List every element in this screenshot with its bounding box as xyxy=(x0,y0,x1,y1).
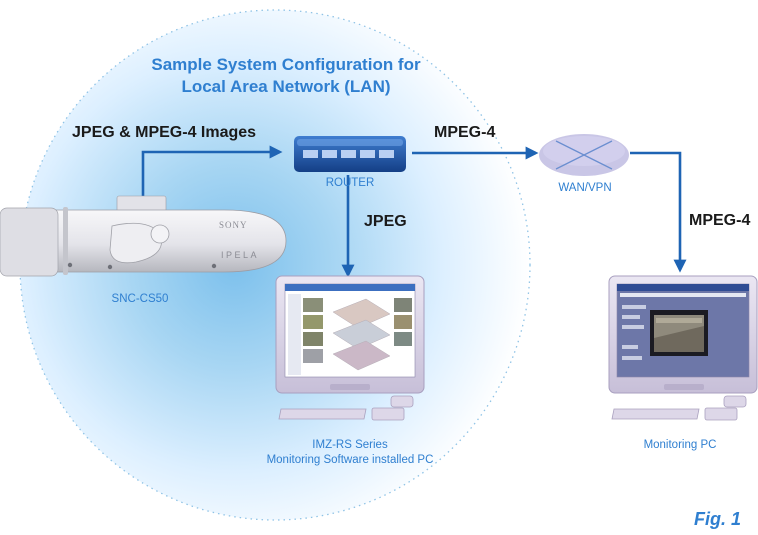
camera-to-router-arrow xyxy=(141,145,283,196)
monitoring-pc-illustration xyxy=(608,275,758,421)
camera-brand-logo: SONY xyxy=(219,220,248,230)
router-to-software-pc-flow-label: JPEG xyxy=(364,213,407,230)
software-pc-label-line2: Monitoring Software installed PC xyxy=(266,454,434,466)
wan-to-monitoring-pc-arrow xyxy=(630,151,687,273)
software-pc-label-line1: IMZ-RS Series xyxy=(312,439,388,451)
monitoring-pc-label: Monitoring PC xyxy=(643,439,717,451)
camera-label: SNC-CS50 xyxy=(111,293,169,305)
router-device xyxy=(294,136,406,172)
diagram-title-line1: Sample System Configuration for xyxy=(151,55,421,74)
wan-vpn-label: WAN/VPN xyxy=(558,182,612,194)
wan-to-monitoring-pc-flow-label: MPEG-4 xyxy=(689,212,751,229)
camera-to-router-flow-label: JPEG & MPEG-4 Images xyxy=(72,124,257,141)
wan-vpn-icon xyxy=(539,134,629,176)
connection-arrows xyxy=(141,145,687,278)
network-camera: SONY IPELA xyxy=(0,195,287,277)
software-pc-illustration xyxy=(275,275,425,421)
camera-model-logo: IPELA xyxy=(221,250,259,260)
diagram-title-line2: Local Area Network (LAN) xyxy=(181,77,391,96)
figure-label: Fig. 1 xyxy=(694,509,742,529)
router-label: ROUTER xyxy=(325,177,375,189)
router-to-wan-flow-label: MPEG-4 xyxy=(434,124,496,141)
